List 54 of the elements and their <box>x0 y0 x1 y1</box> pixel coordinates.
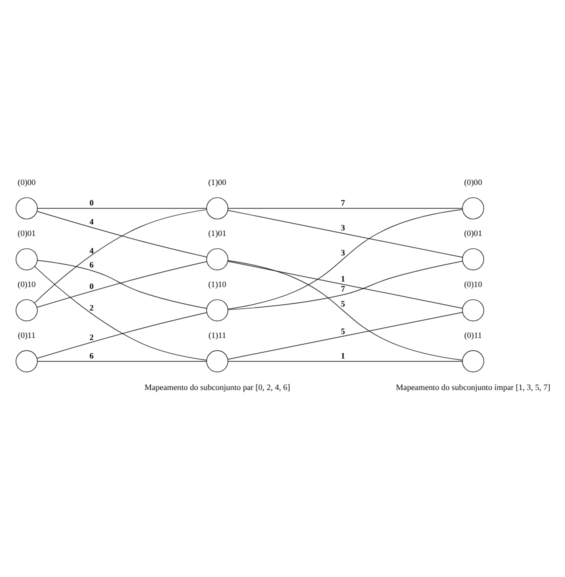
edge-label: 4 <box>90 246 94 256</box>
node-circle <box>16 299 38 322</box>
node-circle <box>206 197 228 220</box>
edge-label: 7 <box>340 284 346 294</box>
edge-label: 5 <box>340 299 346 308</box>
edge-label: 7 <box>340 198 346 208</box>
edge-label: 4 <box>90 217 94 226</box>
edge-label: 5 <box>340 327 346 336</box>
node-circle <box>16 350 38 372</box>
node-label: (1)10 <box>208 280 226 289</box>
connector <box>228 312 463 360</box>
node-circle <box>462 350 484 372</box>
connector <box>37 360 207 362</box>
node-circle <box>462 299 484 322</box>
edge-label: 3 <box>340 248 346 258</box>
edge-label: 2 <box>90 303 94 312</box>
node-label: (1)01 <box>208 229 226 238</box>
connector <box>34 209 207 304</box>
edge-label: 0 <box>90 282 94 292</box>
node-label: (0)01 <box>18 229 36 238</box>
connector <box>228 209 463 310</box>
node-label: (1)00 <box>208 178 226 188</box>
connector <box>37 208 207 209</box>
connector <box>228 360 463 362</box>
node-circle <box>206 248 228 270</box>
edge-label: 3 <box>340 223 346 232</box>
node-circle <box>206 299 228 322</box>
edge-label: 1 <box>340 274 346 284</box>
edge-label: 2 <box>90 333 94 342</box>
node-label: (0)11 <box>18 330 36 340</box>
connector <box>228 260 463 360</box>
connector <box>228 210 463 258</box>
node-label: (0)00 <box>18 178 36 188</box>
edge-label: 6 <box>90 351 94 360</box>
node-circle <box>16 248 38 270</box>
node-label: (0)10 <box>464 280 482 289</box>
label: Mapeamento do subconjunto par [0, 2, 4, 6] <box>144 383 290 392</box>
connector <box>34 266 207 360</box>
connector <box>36 312 208 359</box>
node-label: (1)11 <box>208 330 226 340</box>
edge-label: 1 <box>340 351 346 360</box>
label: Mapeamento do subconjunto ímpar [1, 3, 5, 7] <box>396 383 550 392</box>
edge-label: 6 <box>90 260 94 270</box>
node-circle <box>206 350 228 372</box>
edge-label: 0 <box>90 198 94 208</box>
node-circle <box>16 197 38 220</box>
connector <box>36 211 208 258</box>
node-circle <box>462 197 484 220</box>
node-label: (0)11 <box>464 330 482 340</box>
node-label: (0)00 <box>464 178 482 188</box>
connector <box>228 208 463 209</box>
node-label: (0)10 <box>18 280 36 289</box>
node-label: (0)01 <box>464 229 482 238</box>
node-circle <box>462 248 484 270</box>
